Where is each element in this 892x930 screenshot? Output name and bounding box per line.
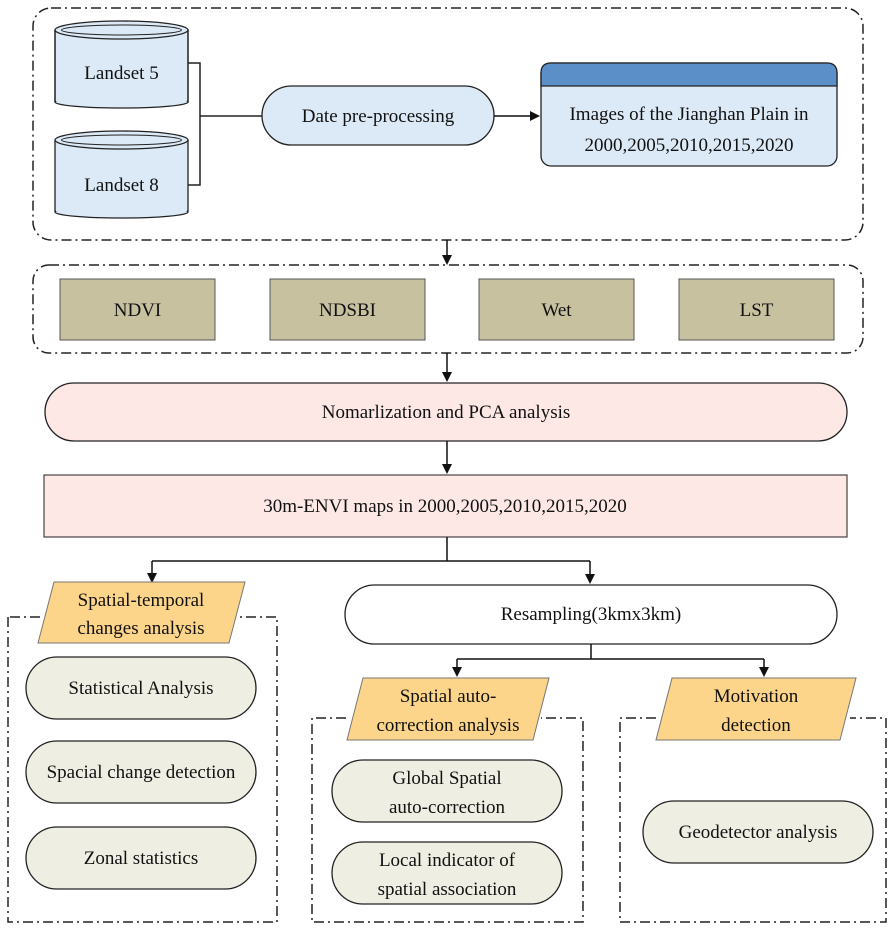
input-group-frame <box>32 7 864 241</box>
indicator-ndsbi-label: NDSBI <box>319 300 376 321</box>
indicator-group-frame <box>32 264 864 354</box>
split-connector <box>152 537 590 562</box>
preprocessing-label: Date pre-processing <box>302 106 455 127</box>
global-autocorrelation-node: Global Spatial auto-correction <box>331 759 563 823</box>
indicator-lst: LST <box>678 278 835 341</box>
indicator-wet: Wet <box>478 278 635 341</box>
indicator-ndsbi: NDSBI <box>269 278 426 341</box>
geodetector-node: Geodetector analysis <box>642 800 874 864</box>
indicator-wet-label: Wet <box>541 300 572 321</box>
landsat5-label: Landset 5 <box>84 63 158 84</box>
images-label-line1: Images of the Jianghan Plain in <box>569 104 809 125</box>
global-autocorrelation-line1: Global Spatial <box>392 768 501 789</box>
global-autocorrelation-line2: auto-correction <box>389 797 506 818</box>
spatial-temporal-title-line1: Spatial-temporal <box>78 590 205 611</box>
indicator-ndvi: NDVI <box>59 278 216 341</box>
geodetector-label: Geodetector analysis <box>679 822 838 843</box>
statistical-analysis-label: Statistical Analysis <box>68 678 213 699</box>
motivation-title: Motivation detection <box>655 677 857 741</box>
normalization-node: Nomarlization and PCA analysis <box>44 382 848 442</box>
statistical-analysis-node: Statistical Analysis <box>25 656 257 720</box>
local-indicator-line2: spatial association <box>378 879 517 900</box>
spacial-change-detection-node: Spacial change detection <box>25 740 257 804</box>
resampling-node: Resampling(3kmx3km) <box>344 584 838 645</box>
autocorrelation-title-line2: correction analysis <box>377 715 520 736</box>
resampling-label: Resampling(3kmx3km) <box>501 604 681 625</box>
motivation-frame <box>619 717 887 923</box>
spatial-temporal-frame <box>7 616 278 923</box>
landsat8-label: Landset 8 <box>84 175 158 196</box>
normalization-label: Nomarlization and PCA analysis <box>322 402 571 423</box>
local-indicator-node: Local indicator of spatial association <box>331 841 563 905</box>
sub-split-connector <box>457 644 764 660</box>
autocorrelation-frame <box>311 717 584 923</box>
spacial-change-detection-label: Spacial change detection <box>47 762 236 783</box>
motivation-title-line1: Motivation <box>714 686 799 707</box>
indicator-ndvi-label: NDVI <box>114 300 162 321</box>
preprocessing-node: Date pre-processing <box>261 85 495 146</box>
spatial-temporal-title: Spatial-temporal changes analysis <box>37 581 246 644</box>
images-label-line2: 2000,2005,2010,2015,2020 <box>585 135 794 156</box>
landsat5-database: Landset 5 <box>54 20 189 109</box>
landsat8-database: Landset 8 <box>54 130 189 219</box>
maps-label: 30m-ENVI maps in 2000,2005,2010,2015,202… <box>263 496 627 517</box>
autocorrelation-title: Spatial auto- correction analysis <box>346 677 550 741</box>
maps-node: 30m-ENVI maps in 2000,2005,2010,2015,202… <box>43 474 848 538</box>
indicator-lst-label: LST <box>740 300 774 321</box>
autocorrelation-title-line1: Spatial auto- <box>400 686 497 707</box>
local-indicator-line1: Local indicator of <box>379 850 516 871</box>
zonal-statistics-node: Zonal statistics <box>25 826 257 890</box>
images-node: Images of the Jianghan Plain in 2000,200… <box>540 62 838 167</box>
zonal-statistics-label: Zonal statistics <box>84 848 199 869</box>
input-bracket <box>188 62 262 186</box>
motivation-title-line2: detection <box>721 715 791 736</box>
spatial-temporal-title-line2: changes analysis <box>77 618 204 639</box>
